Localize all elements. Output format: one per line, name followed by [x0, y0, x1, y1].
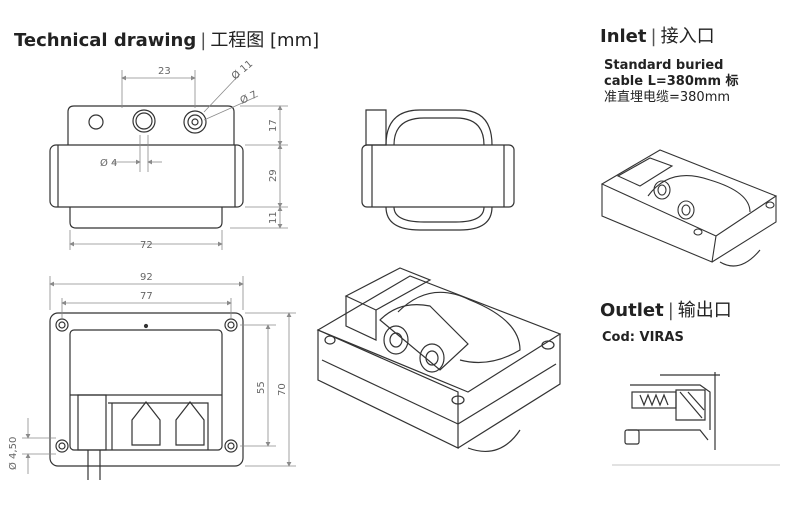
inlet-title: Inlet — [600, 26, 647, 47]
inlet-heading: Inlet|接入口 — [600, 22, 715, 48]
outlet-subtitle: 输出口 — [677, 300, 732, 321]
top-view-dims — [22, 276, 296, 474]
technical-drawing-heading: Technical drawing|工程图 [mm] — [14, 26, 319, 52]
dim-70: 70 — [277, 383, 288, 396]
outlet-title: Outlet — [600, 300, 664, 321]
inlet-note-line3: 准直埋电缆=380mm — [604, 90, 731, 105]
technical-drawing-title: Technical drawing — [14, 30, 197, 51]
dim-dia-4: Ø 4 — [100, 157, 117, 169]
dim-72: 72 — [140, 240, 153, 251]
outlet-code: Cod: VIRAS — [602, 330, 684, 345]
outlet-detail-view — [612, 372, 780, 466]
dim-23: 23 — [158, 66, 171, 77]
isometric-view — [316, 267, 562, 452]
dim-dia-7: Ø 7 — [238, 88, 259, 106]
inlet-separator: | — [650, 26, 657, 47]
technical-drawing-subtitle: 工程图 [mm] — [210, 30, 320, 51]
side-view — [361, 109, 515, 231]
inlet-note-line2: cable L=380mm 标 — [604, 74, 739, 89]
dim-dia-4-50: Ø 4,50 — [7, 437, 19, 470]
front-view — [49, 105, 244, 229]
inlet-isometric-view — [600, 149, 778, 267]
outlet-heading: Outlet|输出口 — [600, 296, 732, 322]
dim-17: 17 — [268, 119, 279, 132]
inlet-subtitle: 接入口 — [660, 26, 715, 47]
dim-dia-11: Ø 11 — [229, 58, 255, 82]
inlet-note: Standard buried cable L=380mm 标 准直埋电缆=38… — [604, 58, 739, 106]
dim-29: 29 — [268, 169, 279, 182]
dim-11: 11 — [268, 211, 279, 224]
dim-55: 55 — [256, 381, 267, 394]
outlet-separator: | — [667, 300, 674, 321]
dim-77: 77 — [140, 291, 153, 302]
inlet-note-line1: Standard buried — [604, 58, 724, 73]
dim-92: 92 — [140, 272, 153, 283]
front-view-dims — [69, 70, 288, 250]
heading-separator: | — [200, 30, 207, 51]
top-view — [49, 312, 244, 480]
